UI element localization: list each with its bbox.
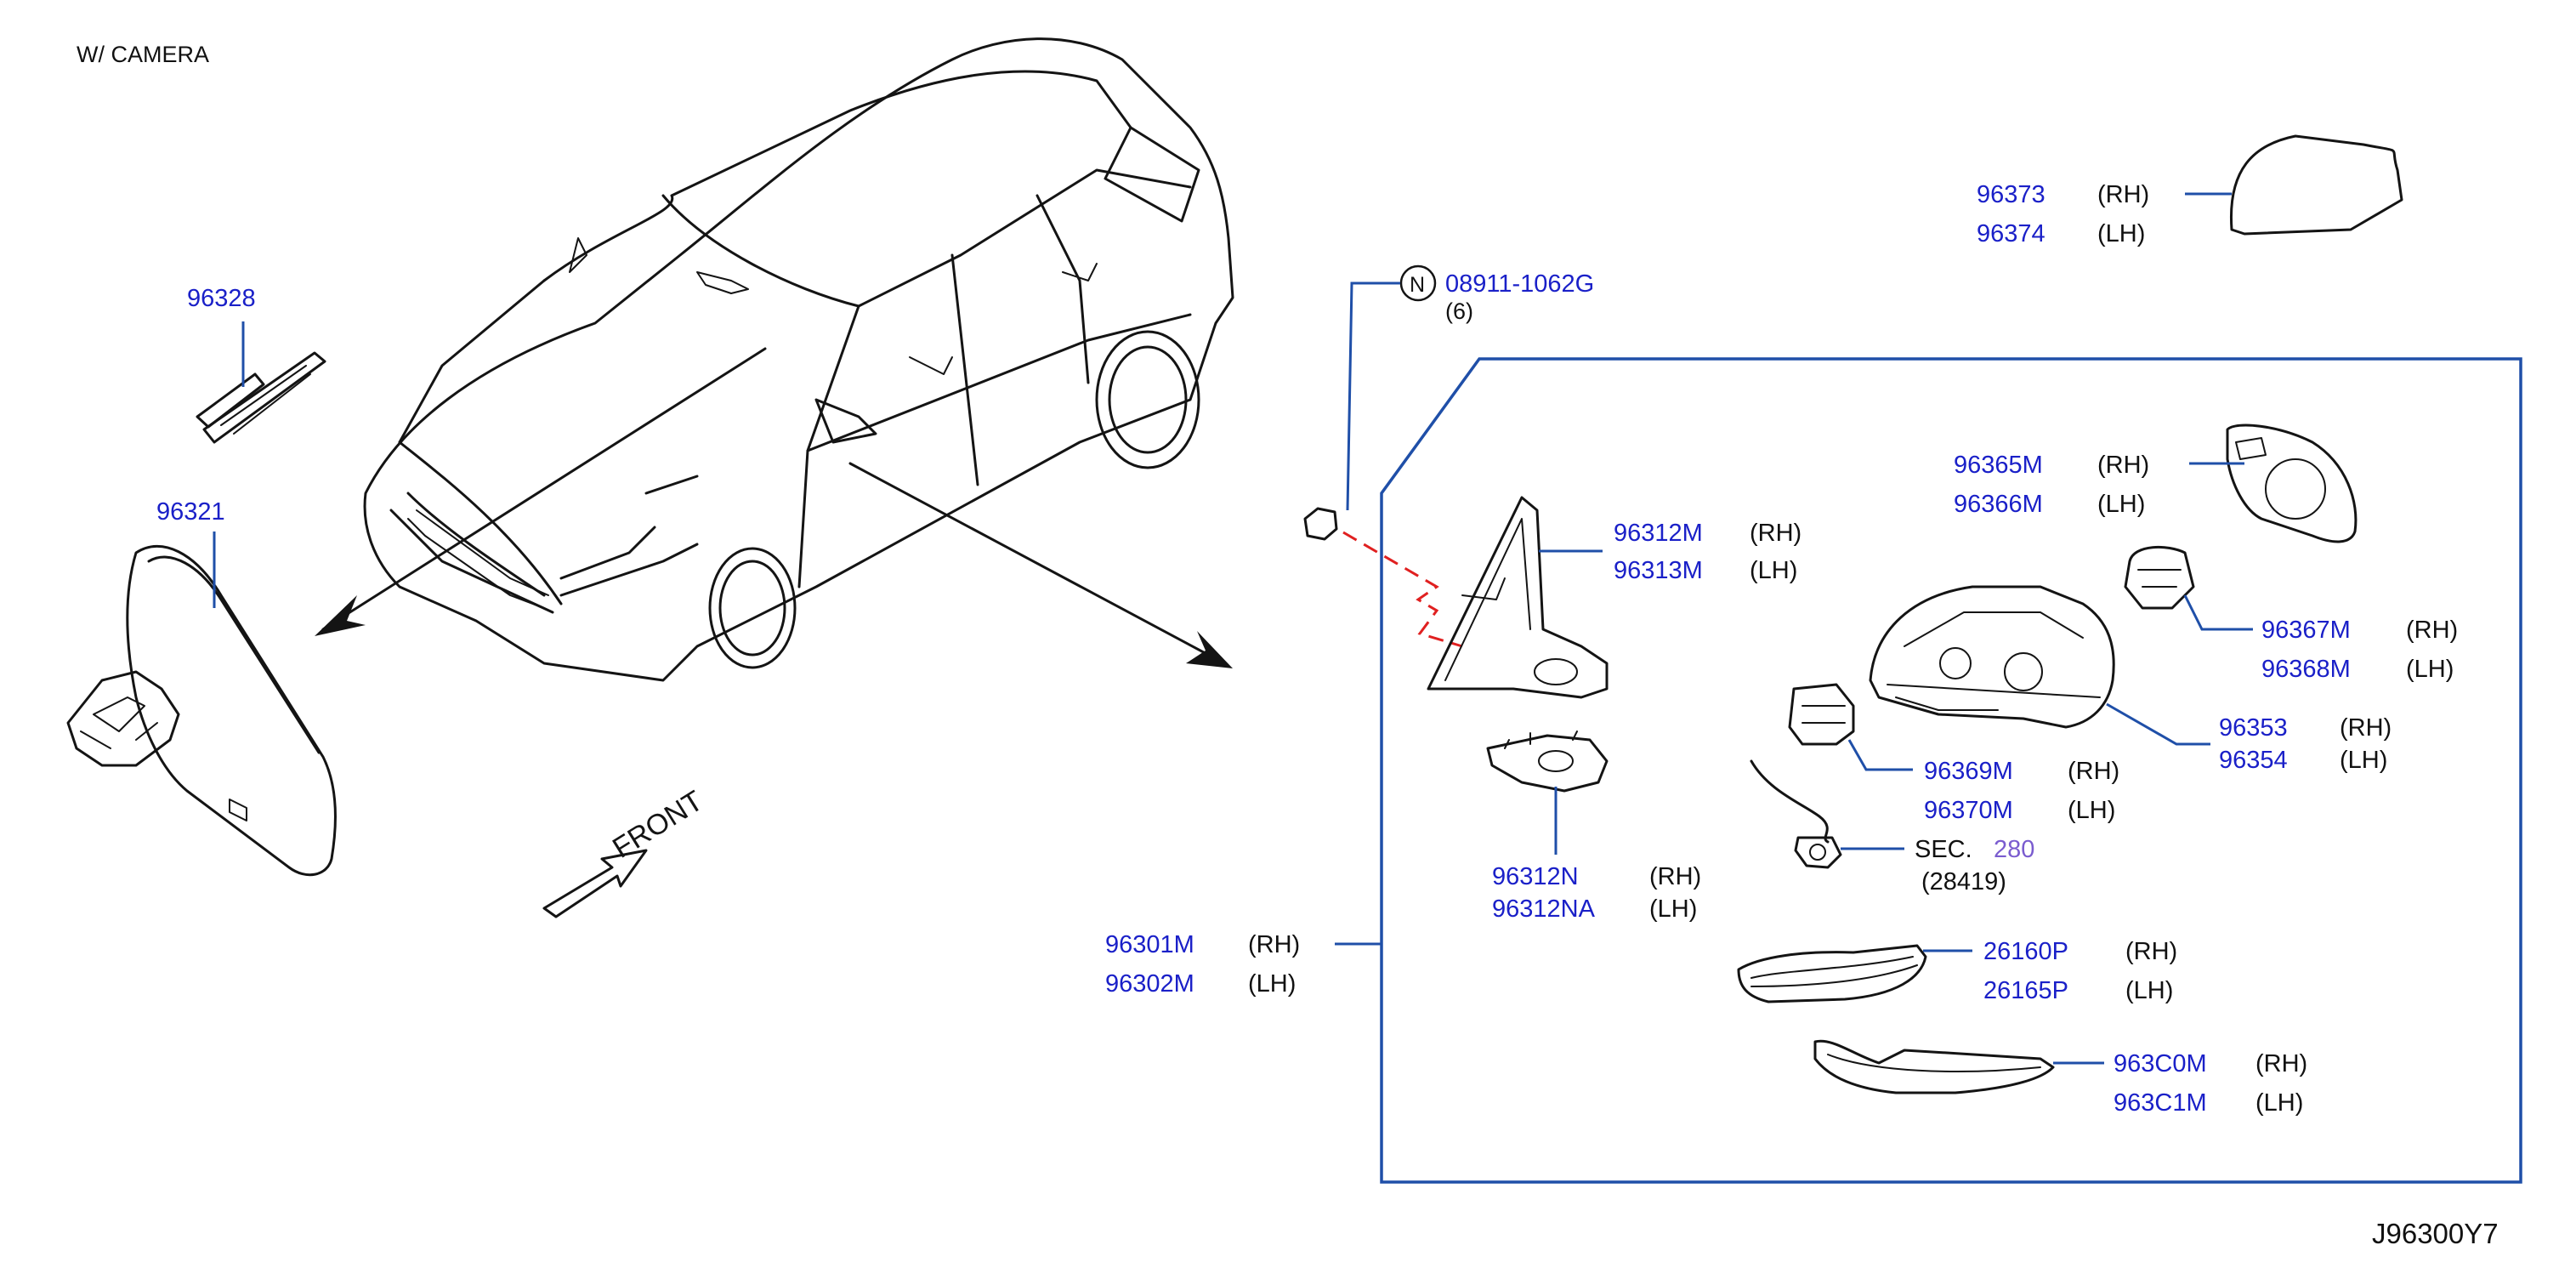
quantity-08911: (6): [1445, 298, 1473, 324]
diagram-code: J96300Y7: [2372, 1218, 2499, 1249]
side-96302M: (LH): [1248, 970, 1296, 998]
n-symbol: N: [1410, 273, 1425, 297]
front-direction-indicator: FRONT: [542, 785, 709, 918]
section-prefix: SEC.: [1915, 836, 1972, 863]
actuator-96367M: [2124, 545, 2195, 610]
side-96353: (RH): [2340, 714, 2392, 742]
inside-mirror-96321: [66, 544, 337, 877]
part-number-96313M[interactable]: 96313M: [1614, 557, 1703, 584]
front-label: FRONT: [607, 785, 708, 865]
part-number-963C0M[interactable]: 963C0M: [2114, 1050, 2207, 1077]
part-number-96365M[interactable]: 96365M: [1954, 452, 2043, 479]
part-number-26165P[interactable]: 26165P: [1983, 977, 2068, 1004]
red-dash-line: [1342, 531, 1463, 648]
part-number-96369M[interactable]: 96369M: [1924, 758, 2013, 785]
part-number-96321[interactable]: 96321: [156, 498, 225, 526]
leader-96367M: [2183, 594, 2253, 631]
part-number-96367M[interactable]: 96367M: [2261, 617, 2351, 644]
section-link-280[interactable]: 280: [1994, 836, 2034, 863]
mirror-housing-96353: [1869, 585, 2115, 729]
side-96365M: (RH): [2097, 452, 2149, 479]
side-96366M: (LH): [2097, 491, 2145, 518]
n-symbol-circle: [1399, 264, 1437, 302]
side-96312N: (RH): [1649, 863, 1701, 890]
leader-96369M: [1847, 739, 1913, 771]
section-sub-ref: (28419): [1921, 868, 2006, 895]
arrow-to-door-mirror: [848, 462, 1226, 665]
part-number-96312NA[interactable]: 96312NA: [1492, 895, 1596, 923]
part-number-96312N[interactable]: 96312N: [1492, 863, 1579, 890]
side-96313M: (LH): [1750, 557, 1797, 584]
side-26165P: (LH): [2125, 977, 2173, 1004]
part-number-96354[interactable]: 96354: [2219, 747, 2288, 774]
mounting-plate-96312N: [1486, 730, 1609, 793]
side-96370M: (LH): [2068, 797, 2115, 824]
part-number-08911-1062G[interactable]: 08911-1062G: [1445, 270, 1594, 298]
side-963C0M: (RH): [2255, 1050, 2307, 1077]
part-number-96353[interactable]: 96353: [2219, 714, 2288, 742]
bracket-96328: [196, 351, 326, 444]
part-number-96328[interactable]: 96328: [187, 285, 256, 312]
side-96368M: (LH): [2406, 656, 2454, 683]
part-number-96370M[interactable]: 96370M: [1924, 797, 2013, 824]
side-96312NA: (LH): [1649, 895, 1697, 923]
side-96312M: (RH): [1750, 520, 1801, 547]
leader-96353: [2106, 702, 2210, 746]
part-number-96374[interactable]: 96374: [1977, 220, 2045, 247]
mirror-glass-96365M: [2226, 424, 2358, 543]
side-963C1M: (LH): [2255, 1089, 2303, 1117]
turn-signal-26160P: [1737, 944, 1927, 1003]
side-96354: (LH): [2340, 747, 2387, 774]
lower-cover-963C0M: [1813, 1039, 2055, 1094]
part-number-26160P[interactable]: 26160P: [1983, 938, 2068, 965]
leader-08911: [1346, 281, 1400, 511]
vehicle-illustration: [363, 37, 1234, 682]
side-96301M: (RH): [1248, 931, 1300, 958]
arrow-to-inside-mirror: [321, 347, 767, 631]
part-number-963C1M[interactable]: 963C1M: [2114, 1089, 2207, 1117]
assembly-frame: [1380, 357, 2522, 1184]
variant-label: W/ CAMERA: [77, 42, 209, 67]
part-number-96366M[interactable]: 96366M: [1954, 491, 2043, 518]
side-96374: (LH): [2097, 220, 2145, 247]
part-number-96373[interactable]: 96373: [1977, 181, 2045, 208]
nut-icon: [1303, 507, 1338, 541]
part-number-96302M[interactable]: 96302M: [1105, 970, 1194, 998]
side-96369M: (RH): [2068, 758, 2119, 785]
arrow-head-left: [315, 595, 366, 636]
arrow-head-right: [1186, 631, 1233, 668]
side-96373: (RH): [2097, 181, 2149, 208]
part-number-96312M[interactable]: 96312M: [1614, 520, 1703, 547]
part-number-96368M[interactable]: 96368M: [2261, 656, 2351, 683]
side-26160P: (RH): [2125, 938, 2177, 965]
folding-motor-96369M: [1788, 683, 1855, 746]
mirror-base-96312M: [1427, 496, 1609, 699]
side-96367M: (RH): [2406, 617, 2458, 644]
camera-harness: [1750, 759, 1842, 869]
mirror-cap-96373: [2229, 134, 2403, 236]
part-number-96301M[interactable]: 96301M: [1105, 931, 1194, 958]
